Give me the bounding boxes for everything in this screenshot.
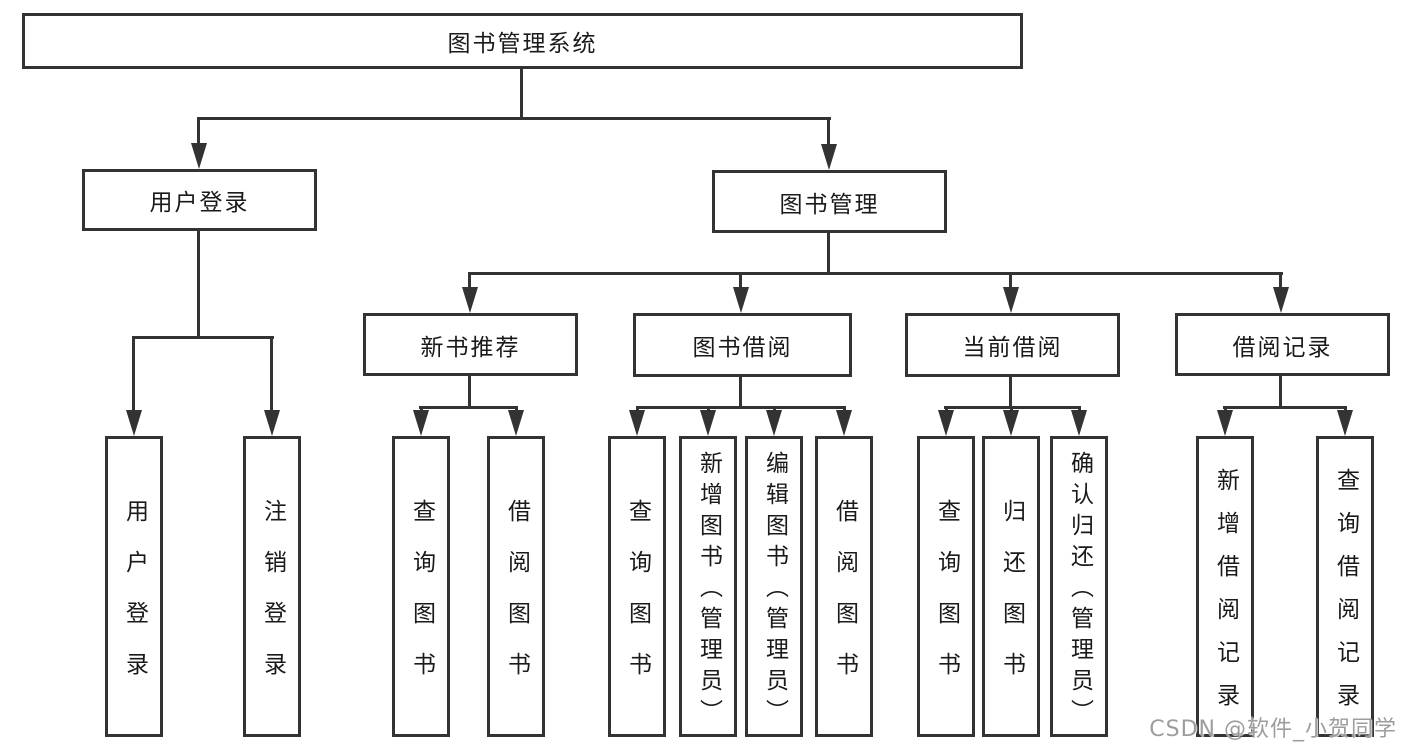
leaf-cb-return-book: 归还图书: [982, 436, 1040, 737]
connector-new-book-stem: [468, 375, 471, 409]
leaf-bb-edit-book-admin: 编辑图书（管理员）: [745, 436, 803, 737]
arrowhead-nb-query: [413, 410, 429, 436]
node-user-login: 用户登录: [82, 169, 317, 231]
arrowhead-bb-edit: [766, 410, 782, 436]
arrowhead-cb-query: [938, 410, 954, 436]
arrowhead-current-borrow: [1003, 287, 1019, 313]
connector-to-book-management: [827, 117, 830, 145]
connector-to-leaf-login: [132, 336, 135, 412]
connector-book-borrow-stem: [739, 377, 742, 409]
connector-new-book-rail: [419, 406, 518, 409]
arrowhead-nb-borrow: [508, 410, 524, 436]
arrowhead-bb-query: [629, 410, 645, 436]
connector-user-login-rail: [132, 336, 274, 339]
connector-to-current-borrow: [1009, 272, 1012, 290]
leaf-nb-query-book: 查询图书: [392, 436, 450, 737]
connector-to-new-book: [468, 272, 471, 290]
arrowhead-leaf-logout: [264, 410, 280, 436]
leaf-cb-query-book: 查询图书: [917, 436, 975, 737]
connector-book-borrow-rail: [636, 406, 846, 409]
connector-to-book-borrow: [739, 272, 742, 290]
node-root: 图书管理系统: [22, 13, 1023, 69]
csdn-watermark: CSDN @软件_小贺同学: [1149, 717, 1397, 742]
node-current-borrow: 当前借阅: [905, 313, 1120, 377]
connector-user-login-stem: [197, 231, 200, 339]
arrowhead-cb-return: [1003, 410, 1019, 436]
arrowhead-borrow-records: [1273, 287, 1289, 313]
leaf-br-add-record: 新增借阅记录: [1196, 436, 1254, 737]
connector-book-management-stem: [827, 233, 830, 275]
leaf-br-query-record: 查询借阅记录: [1316, 436, 1374, 737]
leaf-nb-borrow-book: 借阅图书: [487, 436, 545, 737]
arrowhead-book-borrow: [733, 287, 749, 313]
arrowhead-br-query: [1337, 410, 1353, 436]
arrowhead-leaf-login: [126, 410, 142, 436]
connector-to-borrow-records: [1279, 272, 1282, 290]
connector-root-stem: [520, 69, 523, 117]
arrowhead-br-add: [1217, 410, 1233, 436]
arrowhead-user-login: [191, 143, 207, 169]
arrowhead-bb-borrow: [836, 410, 852, 436]
node-book-management: 图书管理: [712, 170, 947, 233]
connector-to-leaf-logout: [270, 336, 273, 412]
leaf-bb-add-book-admin: 新增图书（管理员）: [679, 436, 737, 737]
connector-current-borrow-stem: [1009, 377, 1012, 409]
leaf-cb-confirm-return-admin: 确认归还（管理员）: [1050, 436, 1108, 737]
arrowhead-book-management: [821, 144, 837, 170]
connector-level3-rail: [468, 272, 1283, 275]
arrowhead-new-book: [462, 287, 478, 313]
connector-borrow-records-rail: [1223, 406, 1347, 409]
leaf-bb-query-book: 查询图书: [608, 436, 666, 737]
node-book-borrow: 图书借阅: [633, 313, 852, 377]
leaf-user-login: 用户登录: [105, 436, 163, 737]
connector-to-user-login: [197, 117, 200, 145]
connector-borrow-records-stem: [1279, 376, 1282, 409]
connector-level2-rail: [198, 117, 831, 120]
node-borrow-records: 借阅记录: [1175, 313, 1390, 376]
leaf-logout: 注销登录: [243, 436, 301, 737]
node-new-book-recommend: 新书推荐: [363, 313, 578, 376]
arrowhead-bb-add: [700, 410, 716, 436]
leaf-bb-borrow-book: 借阅图书: [815, 436, 873, 737]
arrowhead-cb-confirm: [1071, 410, 1087, 436]
